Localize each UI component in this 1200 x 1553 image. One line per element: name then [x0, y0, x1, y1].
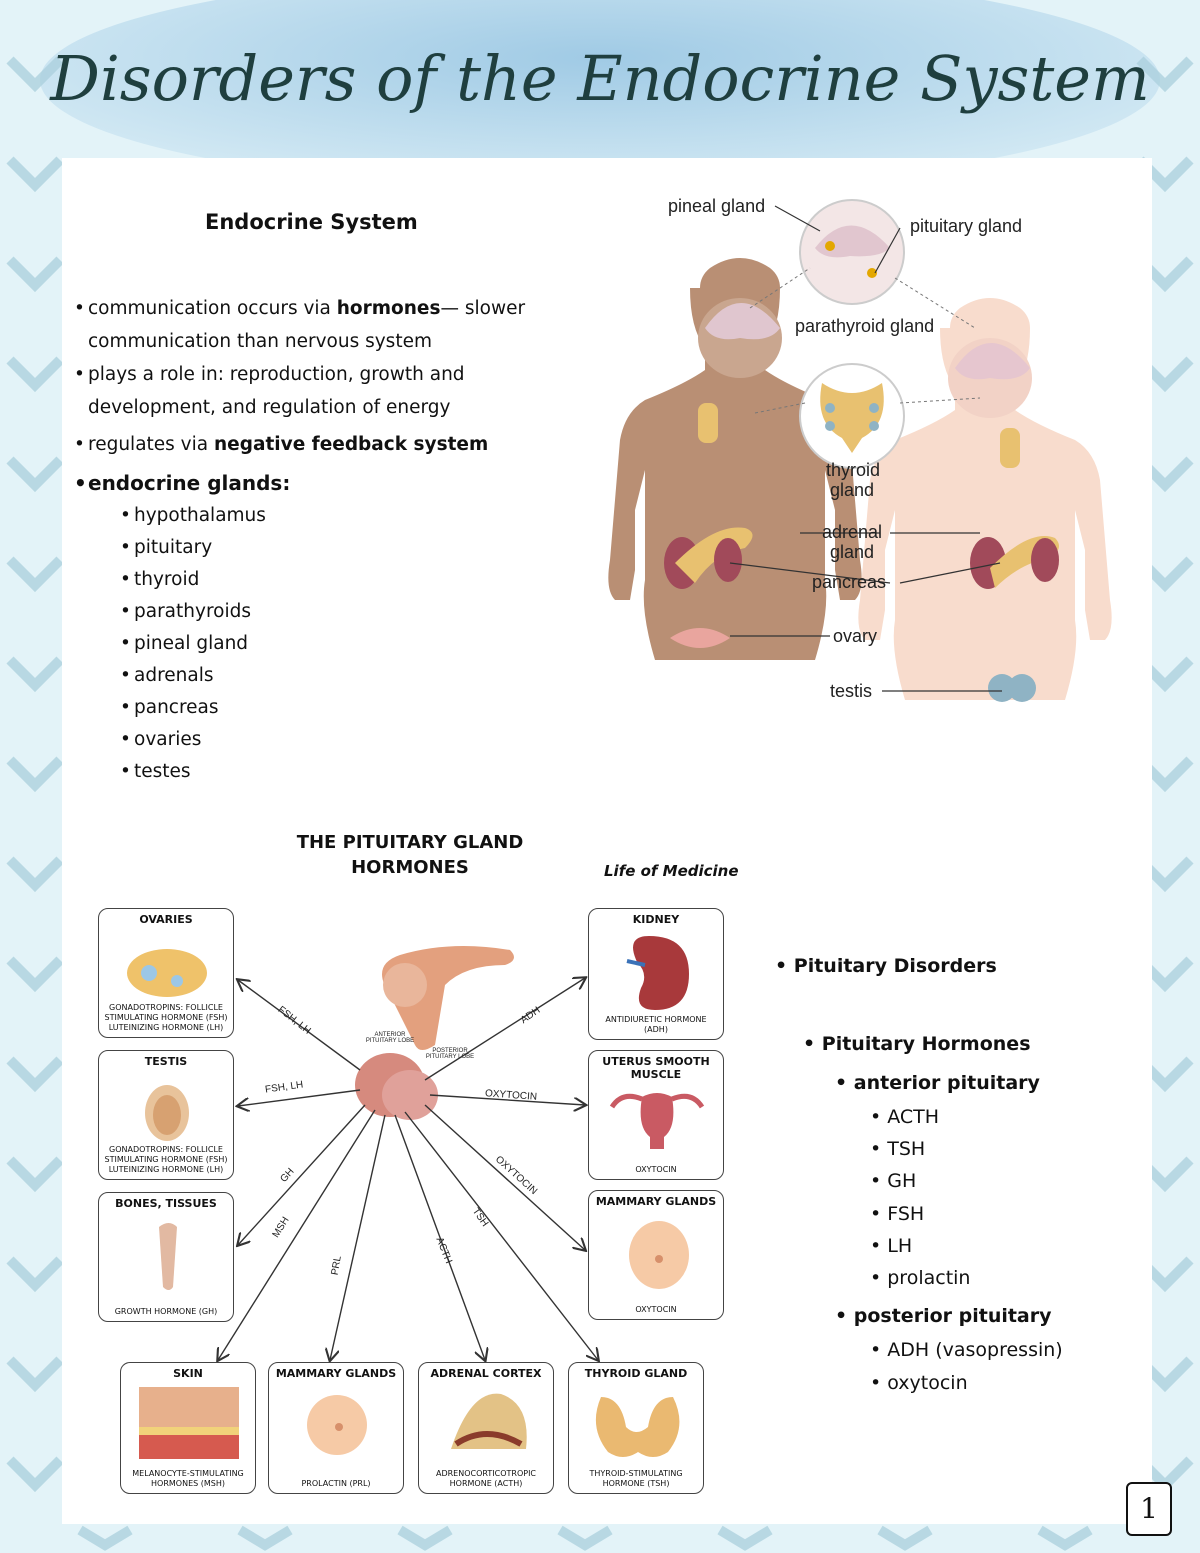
- pituitary-chart-title: THE PITUITARY GLAND HORMONES: [275, 830, 545, 880]
- label-pineal: pineal gland: [668, 196, 766, 216]
- title-line-2: HORMONES: [351, 857, 469, 878]
- anterior-hormone-item: • ACTH: [870, 1106, 940, 1128]
- label-ovary: ovary: [833, 626, 878, 646]
- box-caption: ADRENOCORTICOTROPIC HORMONE (ACTH): [435, 1469, 537, 1488]
- gland-item: pineal gland: [116, 628, 540, 660]
- gland-item: ovaries: [116, 724, 540, 756]
- box-title: MAMMARY GLANDS: [275, 1367, 397, 1380]
- box-mammary-oxytocin: MAMMARY GLANDS OXYTOCIN: [588, 1190, 724, 1320]
- box-kidney: KIDNEY ANTIDIURETIC HORMONE (ADH): [588, 908, 724, 1040]
- ovaries-illustration: [127, 949, 207, 997]
- pituitary-hormone-diagram: ANTERIOR PITUITARY LOBE POSTERIOR PITUIT…: [90, 900, 740, 1500]
- box-caption: OXYTOCIN: [635, 1305, 677, 1314]
- title-line-1: THE PITUITARY GLAND: [296, 832, 524, 853]
- skin-illustration: [139, 1387, 239, 1459]
- box-caption: GONADOTROPINS: FOLLICLE STIMULATING HORM…: [104, 1145, 228, 1174]
- posterior-hormone-item: • ADH (vasopressin): [870, 1339, 1063, 1361]
- anterior-hormone-item: • LH: [870, 1235, 913, 1257]
- box-mammary-prolactin: MAMMARY GLANDS PROLACTIN (PRL): [268, 1362, 404, 1494]
- thyroid-illustration: [595, 1397, 680, 1457]
- anterior-hormone-item: • GH: [870, 1170, 917, 1192]
- box-title: BONES, TISSUES: [115, 1197, 217, 1210]
- anterior-hormone-item: • TSH: [870, 1138, 926, 1160]
- box-title: MAMMARY GLANDS: [595, 1195, 717, 1208]
- label-pituitary: pituitary gland: [910, 216, 1023, 236]
- endocrine-bullet-list: communication occurs via hormones— slowe…: [70, 292, 540, 788]
- box-skin: SKIN MELANOCYTE-STIMULATING HORMONES (MS…: [120, 1362, 256, 1494]
- box-testis: TESTIS GONADOTROPINS: FOLLICLE STIMULATI…: [98, 1050, 234, 1180]
- posterior-pituitary-item: • posterior pituitary: [835, 1305, 1052, 1327]
- box-caption: THYROID-STIMULATING HORMONE (TSH): [589, 1469, 683, 1488]
- box-caption: OXYTOCIN: [635, 1165, 677, 1174]
- box-ovaries: OVARIES GONADOTROPINS: FOLLICLE STIMULAT…: [98, 908, 234, 1038]
- box-caption: GROWTH HORMONE (GH): [114, 1307, 218, 1316]
- uterus-illustration: [609, 1093, 705, 1149]
- bullet-hormones: communication occurs via hormones— slowe…: [70, 292, 540, 358]
- anterior-pituitary-item: • anterior pituitary: [835, 1072, 1040, 1094]
- adrenal-illustration: [451, 1393, 527, 1449]
- breast-illustration: [629, 1221, 689, 1289]
- label-testis: testis: [830, 681, 873, 701]
- box-title: THYROID GLAND: [584, 1367, 688, 1380]
- box-uterus: UTERUS SMOOTH MUSCLE OXYTOCIN: [588, 1050, 724, 1180]
- label-adrenal-1: adrenal: [822, 522, 883, 542]
- glands-title: endocrine glands:: [88, 471, 291, 495]
- label-thyroid-1: thyroid: [826, 460, 881, 480]
- gland-item: pituitary: [116, 532, 540, 564]
- box-caption: PROLACTIN (PRL): [301, 1479, 371, 1488]
- box-title: OVARIES: [139, 913, 193, 926]
- credit-text: Life of Medicine: [604, 862, 739, 880]
- anterior-hormone-item: • FSH: [870, 1203, 925, 1225]
- gland-item: thyroid: [116, 564, 540, 596]
- gland-item: testes: [116, 756, 540, 788]
- testis-illustration: [145, 1085, 189, 1141]
- endocrine-body-diagram: pineal gland pituitary gland parathyroid…: [590, 188, 1130, 728]
- kidney-illustration: [626, 936, 689, 1010]
- bullet-roles: plays a role in: reproduction, growth an…: [70, 358, 540, 424]
- box-title: TESTIS: [144, 1055, 188, 1068]
- box-adrenal-cortex: ADRENAL CORTEX ADRENOCORTICOTROPIC HORMO…: [418, 1362, 554, 1494]
- box-caption: MELANOCYTE-STIMULATING HORMONES (MSH): [132, 1469, 244, 1488]
- anterior-hormone-item: • prolactin: [870, 1267, 971, 1289]
- box-title: KIDNEY: [632, 913, 680, 926]
- bullet-feedback: regulates via negative feedback system: [70, 428, 540, 461]
- gland-item: hypothalamus: [116, 500, 540, 532]
- box-caption: ANTIDIURETIC HORMONE (ADH): [605, 1015, 707, 1034]
- page-number: 1: [1126, 1482, 1172, 1536]
- gland-item: adrenals: [116, 660, 540, 692]
- pituitary-arrows: [90, 946, 740, 1500]
- pituitary-hormones-item: • Pituitary Hormones: [803, 1033, 1031, 1055]
- body-illustration: [608, 199, 1112, 702]
- label-adrenal-2: gland: [830, 542, 875, 562]
- bullet-glands: endocrine glands: hypothalamus pituitary…: [70, 467, 540, 788]
- posterior-hormone-item: • oxytocin: [870, 1372, 968, 1394]
- gland-item: parathyroids: [116, 596, 540, 628]
- page-title: Disorders of the Endocrine System: [50, 42, 1150, 115]
- posterior-lobe-label: POSTERIOR PITUITARY LOBE: [425, 1048, 475, 1060]
- breast-illustration: [307, 1395, 367, 1455]
- box-title: UTERUS SMOOTH MUSCLE: [602, 1055, 710, 1081]
- box-title: SKIN: [173, 1367, 203, 1380]
- box-caption: GONADOTROPINS: FOLLICLE STIMULATING HORM…: [104, 1003, 228, 1032]
- label-parathyroid: parathyroid gland: [795, 316, 935, 336]
- anterior-lobe-label: ANTERIOR PITUITARY LOBE: [365, 1032, 415, 1044]
- box-thyroid-gland: THYROID GLAND THYROID-STIMULATING HORMON…: [568, 1362, 704, 1494]
- bone-illustration: [159, 1223, 177, 1290]
- glands-list: hypothalamus pituitary thyroid parathyro…: [88, 500, 540, 788]
- box-bones-tissues: BONES, TISSUES GROWTH HORMONE (GH): [98, 1192, 234, 1322]
- endocrine-heading: Endocrine System: [205, 210, 418, 234]
- label-thyroid-2: gland: [830, 480, 875, 500]
- pituitary-disorders-item: • Pituitary Disorders: [775, 955, 997, 977]
- gland-item: pancreas: [116, 692, 540, 724]
- label-pancreas: pancreas: [812, 572, 887, 592]
- box-title: ADRENAL CORTEX: [430, 1367, 542, 1380]
